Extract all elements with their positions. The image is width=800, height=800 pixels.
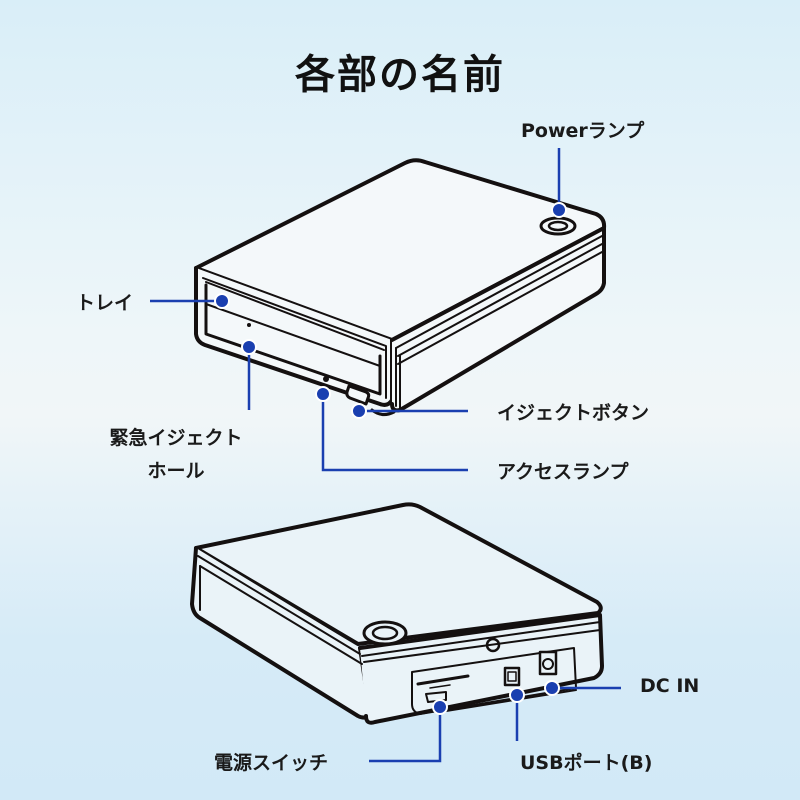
label-eject-button: イジェクトボタン xyxy=(497,402,650,424)
label-access-lamp: アクセスランプ xyxy=(497,461,629,483)
rear-callouts xyxy=(369,680,621,763)
label-emergency-eject-hole-line2: ホール xyxy=(147,460,205,482)
label-power-lamp: Powerランプ xyxy=(521,120,645,142)
rear-device-outline xyxy=(190,502,604,725)
label-tray: トレイ xyxy=(76,292,134,314)
label-emergency-eject-hole-line1: 緊急イジェクト xyxy=(109,427,243,449)
page-title: 各部の名前 xyxy=(295,52,505,98)
label-power-switch: 電源スイッチ xyxy=(214,752,329,774)
front-device-outline xyxy=(194,158,607,417)
label-dc-in: DC IN xyxy=(640,675,700,697)
label-usb-port-b: USBポート(B) xyxy=(520,752,653,774)
front-callouts xyxy=(150,148,567,472)
